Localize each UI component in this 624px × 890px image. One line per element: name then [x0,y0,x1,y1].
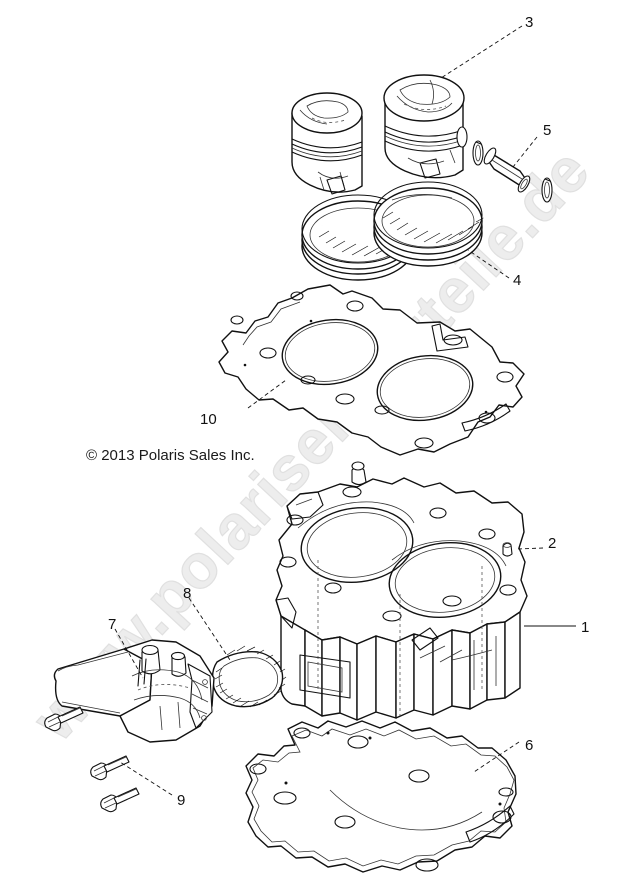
circlip-left [472,140,484,166]
piston-right [383,74,468,179]
callout-9: 9 [177,792,186,809]
callout-1: 1 [581,619,590,636]
flange-bolt-2 [90,755,130,781]
piston-pin [483,147,531,193]
callout-8: 8 [183,585,192,602]
flange-bolt-3 [100,787,140,813]
cylinder-block [275,461,528,721]
water-pipe-inlet-housing [53,639,215,743]
circlip-right [541,177,553,203]
cylinder-head-gasket [218,284,525,456]
callout-4: 4 [513,272,522,289]
leader-lines [114,25,576,796]
piston-pin-assembly [472,140,553,203]
copyright-notice: © 2013 Polaris Sales Inc. [86,447,255,464]
callout-5: 5 [543,122,552,139]
callout-10: 10 [200,411,217,428]
cylinder-base-gasket [245,720,517,873]
callout-2: 2 [548,535,557,552]
flange-bolt-1 [44,706,84,732]
callout-3: 3 [525,14,534,31]
callout-6: 6 [525,737,534,754]
water-pipe-gasket [211,645,287,708]
dowel-pin [502,542,513,557]
callout-7: 7 [108,616,117,633]
piston-left [291,92,363,195]
piston-ring-set-right [373,181,486,267]
